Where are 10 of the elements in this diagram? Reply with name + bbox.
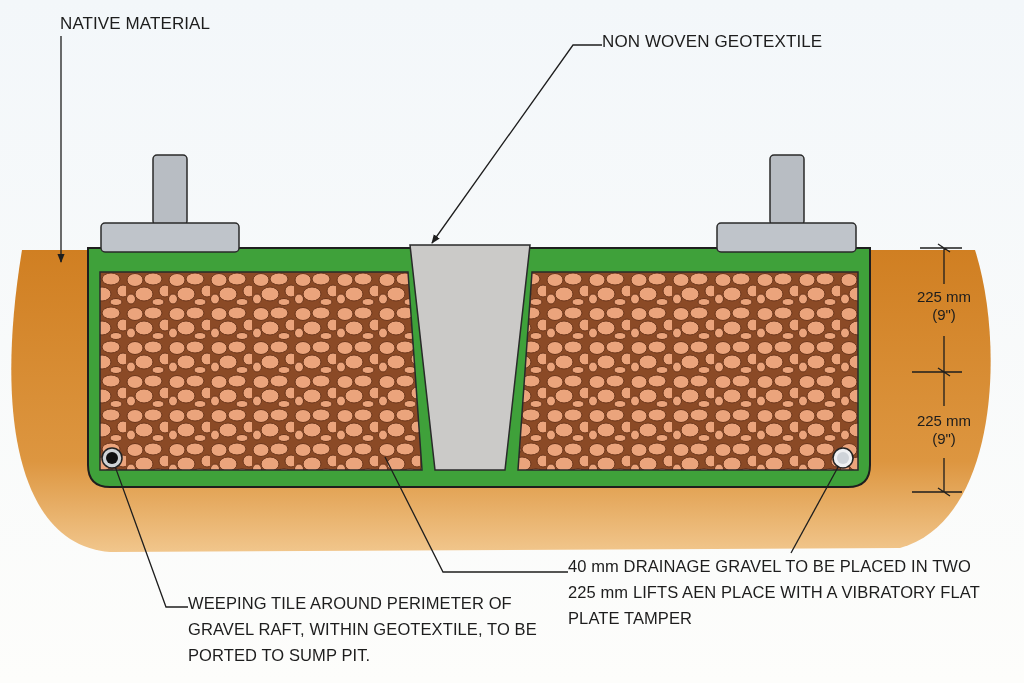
leader-line <box>114 466 189 608</box>
dimension-label: 225 mm (9") <box>915 288 973 324</box>
callout-text: NON WOVEN GEOTEXTILE <box>602 30 862 54</box>
callout-text: NATIVE MATERIAL <box>60 12 240 36</box>
callout-text: 40 mm DRAINAGE GRAVEL TO BE PLACED IN TWO 225 mm LIFTS AEN PLACE WITH A VIBRATORY FLAT PLATE TAMPER <box>568 553 998 631</box>
leader-line <box>431 44 603 244</box>
leader-line <box>384 456 569 573</box>
callout-text: WEEPING TILE AROUND PERIMETER OF GRAVEL RAFT, WITHIN GEOTEXTILE, TO BE PORTED TO SUMP PIT. <box>188 590 566 668</box>
dimension-label: 225 mm (9") <box>915 412 973 448</box>
leader-line <box>57 35 65 263</box>
